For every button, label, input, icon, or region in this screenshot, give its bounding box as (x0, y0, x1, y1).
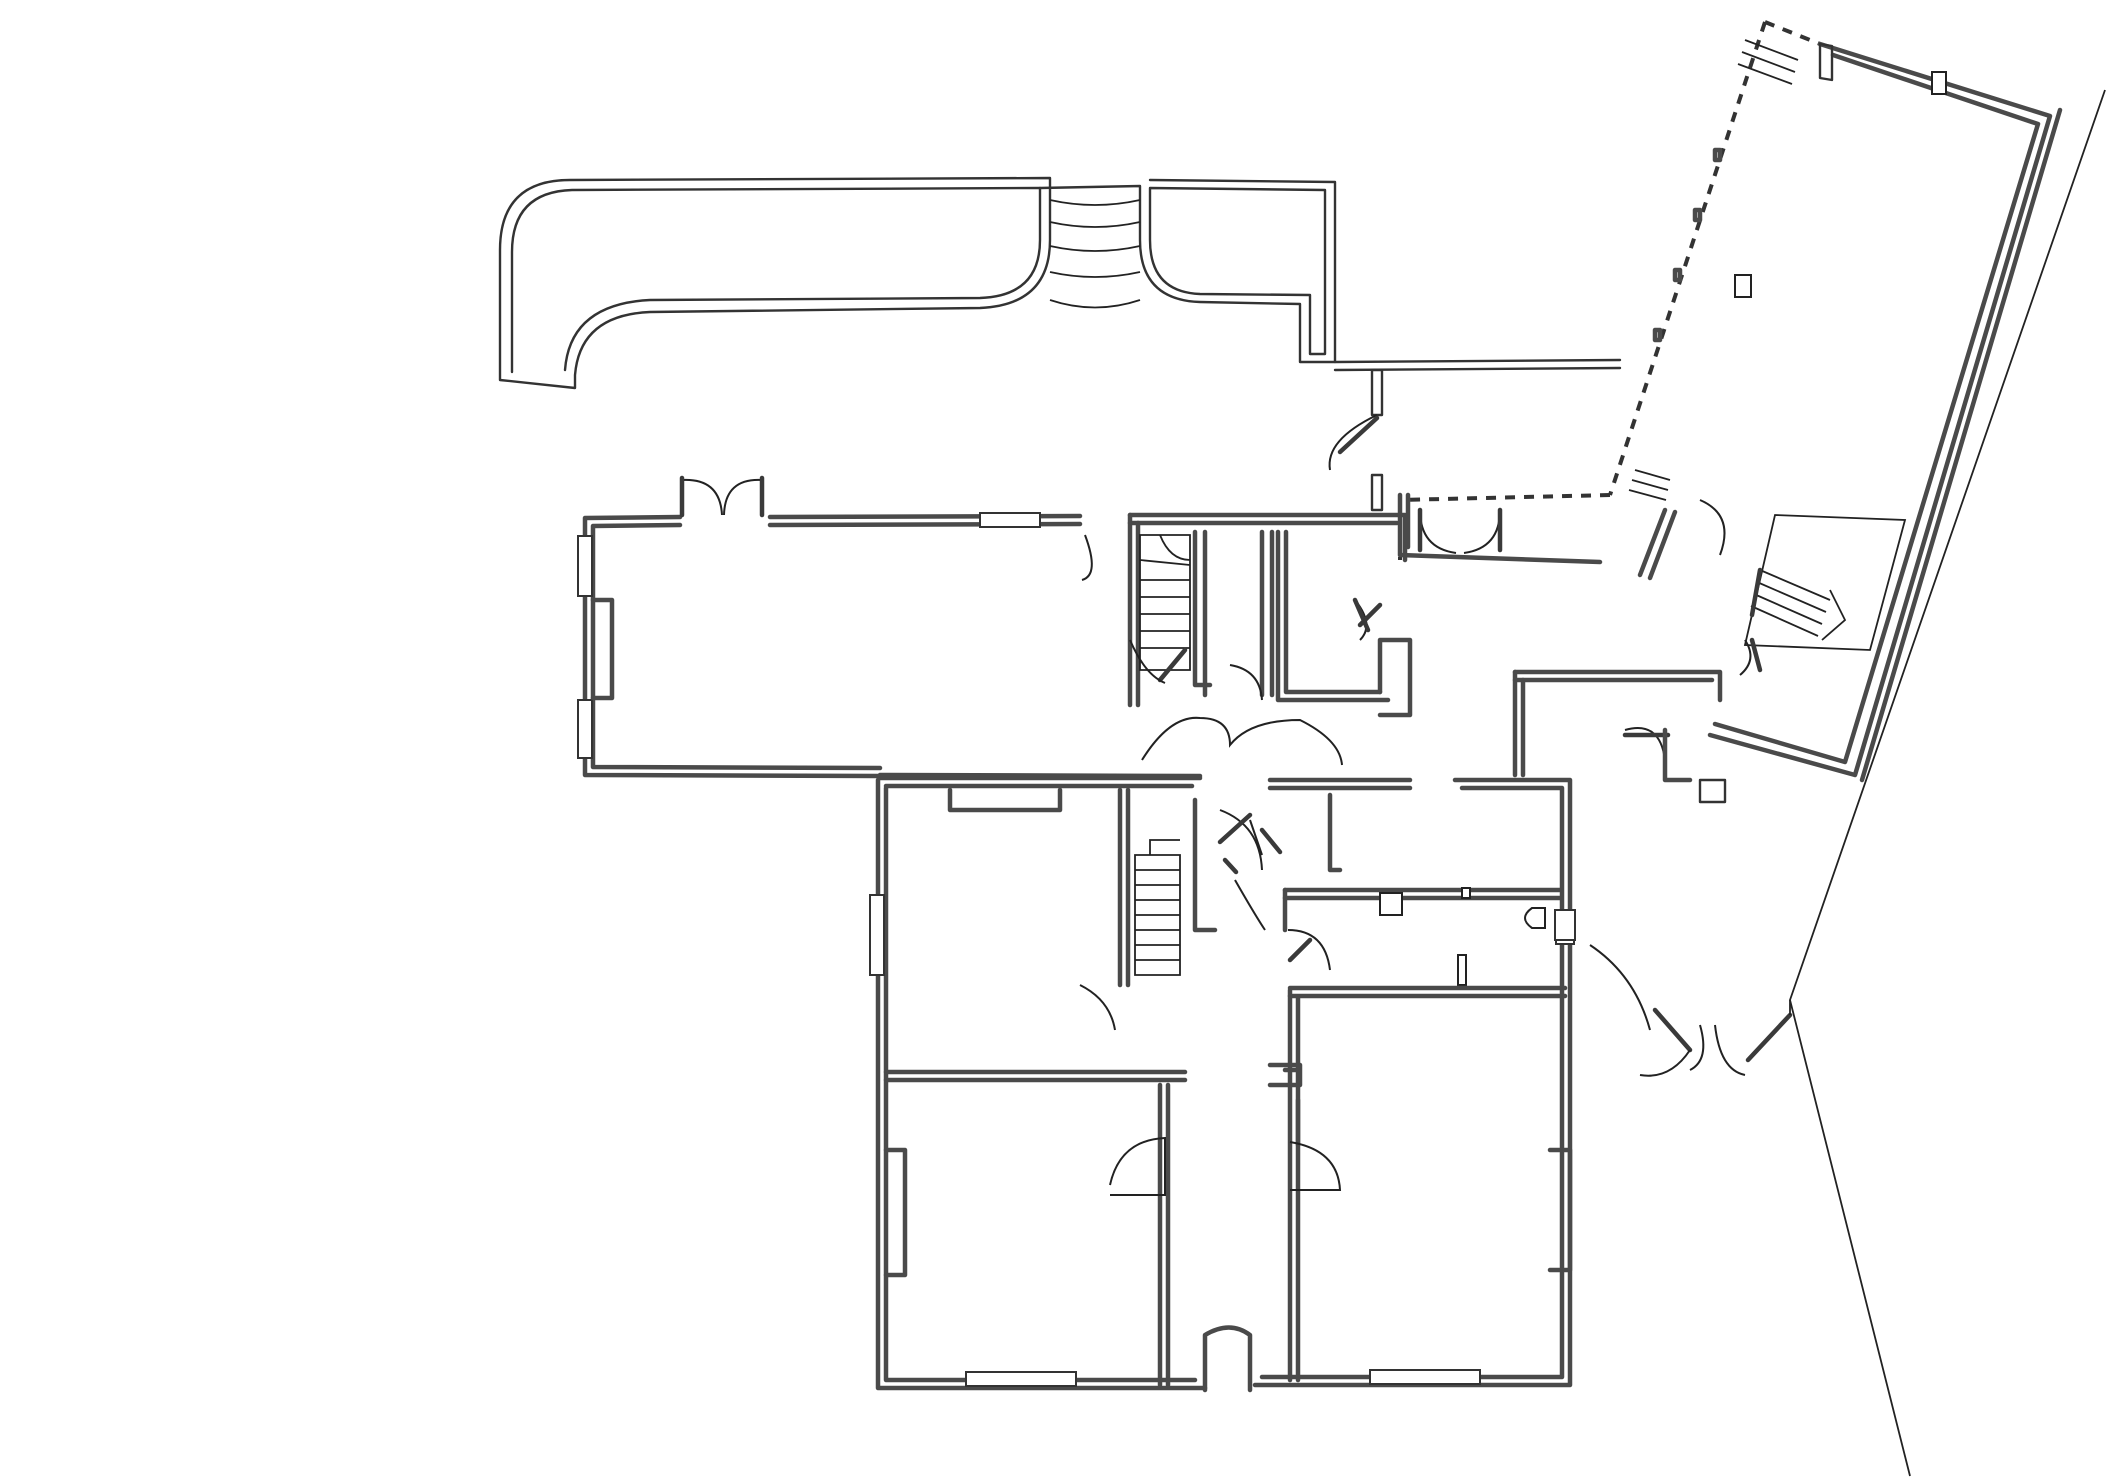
hall-doors (1217, 809, 1283, 931)
central-core (1127, 512, 1413, 718)
terrace-steps (1049, 199, 1141, 309)
drawing-room (577, 475, 1203, 779)
link-corridor (1397, 492, 1603, 565)
double-door-link (1417, 507, 1503, 554)
lower-wing (869, 775, 1253, 1393)
outbuilding-steps (1628, 39, 1799, 501)
outbuilding-stair (1743, 514, 1907, 651)
double-door-garden (679, 475, 765, 518)
kitchen (1512, 669, 1727, 804)
garden-terrace (498, 176, 1622, 390)
hall-arches (1141, 716, 1343, 766)
garden-gate (1328, 368, 1384, 512)
outbuilding (1398, 20, 2063, 783)
secondary-staircase (1134, 839, 1181, 976)
outbuilding-window-marks (1652, 71, 1947, 343)
bath-wc (1252, 777, 1575, 1388)
side-entrance (1554, 909, 1793, 1077)
site-boundary (1789, 89, 2106, 1477)
main-staircase (1129, 534, 1191, 684)
